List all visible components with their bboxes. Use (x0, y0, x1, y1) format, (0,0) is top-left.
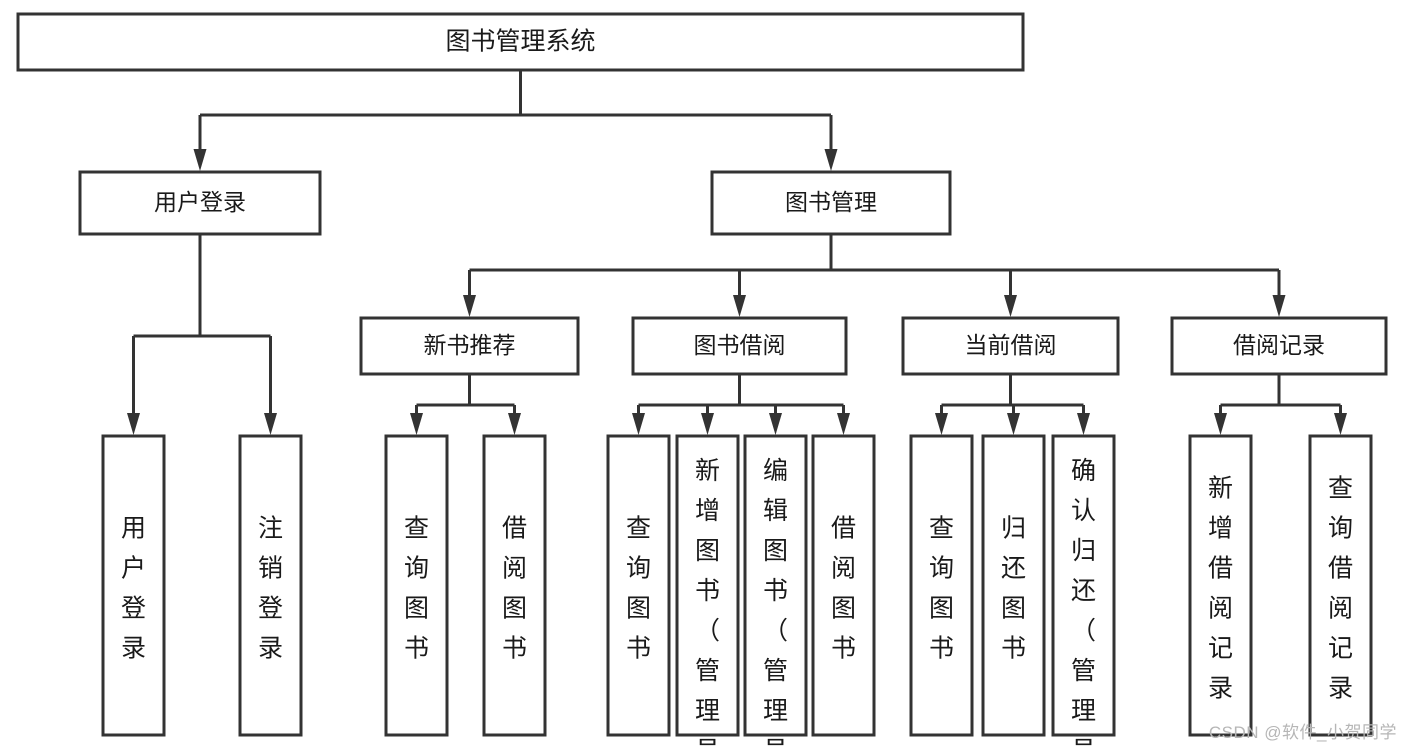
node-leaf-user-login[interactable]: 用户登录 (101, 434, 166, 737)
node-box (710, 170, 952, 236)
arrow-head (1007, 413, 1020, 435)
arrow-head (1334, 413, 1347, 435)
node-leaf-user-logout[interactable]: 注销登录 (238, 434, 303, 737)
arrow-head (193, 149, 207, 171)
node-leaf-query-book-3[interactable]: 查询图书 (909, 434, 974, 737)
node-box (901, 316, 1120, 376)
node-box (811, 434, 876, 737)
node-box (1188, 434, 1253, 737)
node-box (743, 434, 808, 737)
node-leaf-borrow-book-1[interactable]: 借阅图书 (482, 434, 547, 737)
node-label: 图书借阅 (694, 332, 786, 358)
node-label-vertical: 归还图书 (1001, 515, 1026, 663)
node-box (981, 434, 1046, 737)
arrow-head (701, 413, 714, 435)
arrow-head (508, 413, 521, 435)
node-user-login[interactable]: 用户登录 (78, 170, 322, 236)
arrow-head (463, 295, 476, 317)
node-leaf-query-book-1[interactable]: 查询图书 (384, 434, 449, 737)
node-leaf-edit-book[interactable]: 编辑图书（管理员） (743, 434, 808, 747)
arrow-head (264, 413, 277, 435)
arrow-head (1214, 413, 1227, 435)
node-label: 新书推荐 (424, 332, 516, 358)
arrow-head (935, 413, 948, 435)
node-label-vertical: 借阅图书 (831, 515, 856, 663)
node-box (675, 434, 740, 737)
node-label-vertical: 查询图书 (929, 515, 954, 663)
connector-layer (127, 70, 1347, 435)
node-label-vertical: 编辑图书（管理员） (763, 457, 788, 747)
node-label-vertical: 注销登录 (258, 515, 283, 663)
node-box (359, 316, 580, 376)
node-label-vertical: 借阅图书 (502, 515, 527, 663)
node-box (1051, 434, 1116, 737)
node-box (238, 434, 303, 737)
node-new-book-rec[interactable]: 新书推荐 (359, 316, 580, 376)
node-leaf-add-record[interactable]: 新增借阅记录 (1188, 434, 1253, 737)
node-label: 借阅记录 (1233, 332, 1325, 358)
node-label-vertical: 新增图书（管理员） (695, 457, 720, 747)
node-label-vertical: 新增借阅记录 (1208, 475, 1233, 703)
node-book-manage[interactable]: 图书管理 (710, 170, 952, 236)
arrow-head (769, 413, 782, 435)
node-root[interactable]: 图书管理系统 (16, 12, 1025, 72)
node-leaf-query-book-2[interactable]: 查询图书 (606, 434, 671, 737)
arrow-head (837, 413, 850, 435)
arrow-head (632, 413, 645, 435)
node-leaf-borrow-book-2[interactable]: 借阅图书 (811, 434, 876, 737)
node-label: 用户登录 (154, 189, 246, 215)
arrow-head (733, 295, 746, 317)
node-box (1170, 316, 1388, 376)
arrow-head (824, 149, 838, 171)
node-box (1308, 434, 1373, 737)
node-box (16, 12, 1025, 72)
node-leaf-return-book[interactable]: 归还图书 (981, 434, 1046, 737)
node-label-vertical: 查询图书 (626, 515, 651, 663)
node-label: 图书管理 (785, 189, 877, 215)
node-box (384, 434, 449, 737)
arrow-head (1004, 295, 1017, 317)
node-box (78, 170, 322, 236)
node-leaf-query-record[interactable]: 查询借阅记录 (1308, 434, 1373, 737)
node-label-vertical: 确认归还（管理员） (1071, 457, 1096, 747)
node-label: 图书管理系统 (445, 28, 595, 56)
node-leaf-confirm-return[interactable]: 确认归还（管理员） (1051, 434, 1116, 747)
node-box (101, 434, 166, 737)
node-label-vertical: 查询借阅记录 (1328, 475, 1353, 703)
arrow-head (1272, 295, 1286, 317)
node-label: 当前借阅 (965, 332, 1057, 358)
node-label-vertical: 用户登录 (121, 515, 146, 663)
node-borrow-record[interactable]: 借阅记录 (1170, 316, 1388, 376)
node-book-borrow[interactable]: 图书借阅 (631, 316, 848, 376)
node-box (909, 434, 974, 737)
arrow-head (127, 413, 140, 435)
node-box (631, 316, 848, 376)
arrow-head (410, 413, 423, 435)
node-label-vertical: 查询图书 (404, 515, 429, 663)
node-box (482, 434, 547, 737)
node-leaf-add-book[interactable]: 新增图书（管理员） (675, 434, 740, 747)
arrow-head (1077, 413, 1090, 435)
node-layer: 图书管理系统用户登录图书管理新书推荐图书借阅当前借阅借阅记录用户登录注销登录查询… (16, 12, 1388, 747)
node-box (606, 434, 671, 737)
node-current-borrow[interactable]: 当前借阅 (901, 316, 1120, 376)
